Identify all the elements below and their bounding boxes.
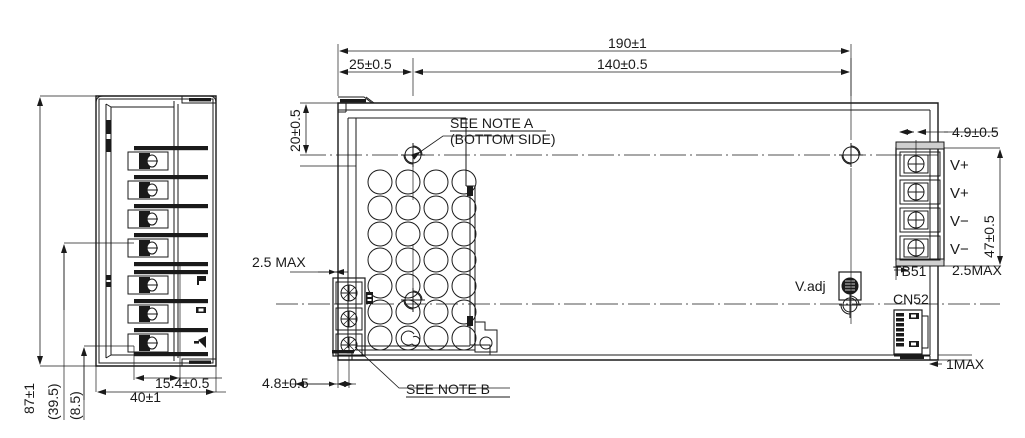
side-view xyxy=(37,95,226,420)
side-view-terminal-upper xyxy=(127,146,208,267)
dim-terminal-standoff-right: 2.5MAX xyxy=(952,262,1002,278)
voltage-adjust-label: V.adj xyxy=(795,278,826,294)
dim-mount-hole-offset: 25±0.5 xyxy=(349,56,392,72)
output-terminal-block xyxy=(895,141,945,267)
note-a-line1: SEE NOTE A xyxy=(450,115,534,131)
dim-mount-hole-vertical: 20±0.5 xyxy=(287,109,303,152)
terminal-block-designator: TB51 xyxy=(893,263,927,279)
dim-connector-protrusion: 1MAX xyxy=(946,356,985,372)
dim-terminal-offset-right: 4.9±0.5 xyxy=(952,124,999,140)
dim-terminal-block-height: 47±0.5 xyxy=(981,215,997,258)
dim-mount-hole-pitch: 140±0.5 xyxy=(597,56,648,72)
dim-terminal-standoff-left: 2.5 MAX xyxy=(252,254,306,270)
dim-height-ref-upper: (39.5) xyxy=(45,383,61,420)
note-b-line1: SEE NOTE B xyxy=(406,381,490,397)
note-a-line2: (BOTTOM SIDE) xyxy=(450,131,556,147)
dim-height-ref-lower: (8.5) xyxy=(67,391,83,420)
dim-height-overall: 87±1 xyxy=(21,383,37,414)
side-view-terminal-lower xyxy=(127,270,208,357)
terminal-label-4: V− xyxy=(950,241,969,258)
side-view-face-markings xyxy=(194,276,206,348)
dim-terminal-offset-left: 4.8±0.5 xyxy=(262,375,309,391)
voltage-adjust-potentiometer[interactable] xyxy=(838,271,862,318)
terminal-label-2: V+ xyxy=(950,185,969,202)
cn52-connector xyxy=(893,309,931,360)
dim-width-inner: 15.4±0.5 xyxy=(155,375,210,391)
terminal-label-3: V− xyxy=(950,213,969,230)
input-terminal-block xyxy=(332,277,373,357)
front-view xyxy=(276,44,1003,389)
connector-designator: CN52 xyxy=(893,291,929,307)
terminal-label-1: V+ xyxy=(950,157,969,174)
dim-length-overall: 190±1 xyxy=(608,35,647,51)
vent-hole-grid xyxy=(367,169,477,351)
dim-width-overall: 40±1 xyxy=(130,389,161,405)
